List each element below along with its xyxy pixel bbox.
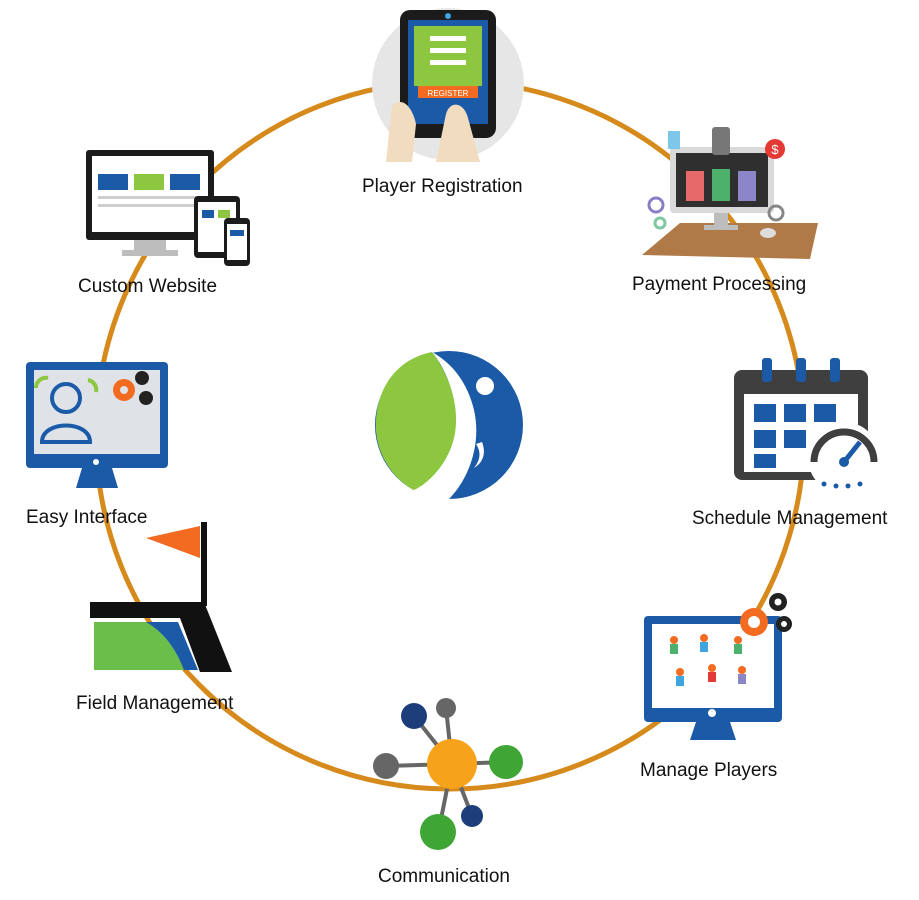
- network-nodes-icon: [373, 698, 523, 850]
- tablet-register-icon: REGISTER: [372, 8, 524, 162]
- responsive-devices-icon: [86, 150, 250, 266]
- feature-label: Payment Processing: [632, 274, 807, 295]
- user-monitor-icon: [26, 362, 168, 488]
- feature-label: Easy Interface: [26, 507, 148, 528]
- payment-desktop-icon: $: [642, 127, 818, 259]
- dollar-symbol: $: [771, 142, 779, 157]
- field-flag-icon: [90, 522, 232, 672]
- feature-label: Custom Website: [78, 276, 218, 297]
- feature-label: Field Management: [76, 693, 234, 714]
- feature-label: Player Registration: [362, 176, 523, 197]
- feature-label: Manage Players: [640, 760, 778, 781]
- calendar-gauge-icon: [734, 358, 880, 494]
- feature-label: Schedule Management: [692, 508, 888, 529]
- feature-label: Communication: [378, 866, 510, 887]
- brand-logo-icon: [372, 350, 526, 500]
- register-button-text: REGISTER: [428, 89, 469, 98]
- players-monitor-icon: [644, 593, 792, 740]
